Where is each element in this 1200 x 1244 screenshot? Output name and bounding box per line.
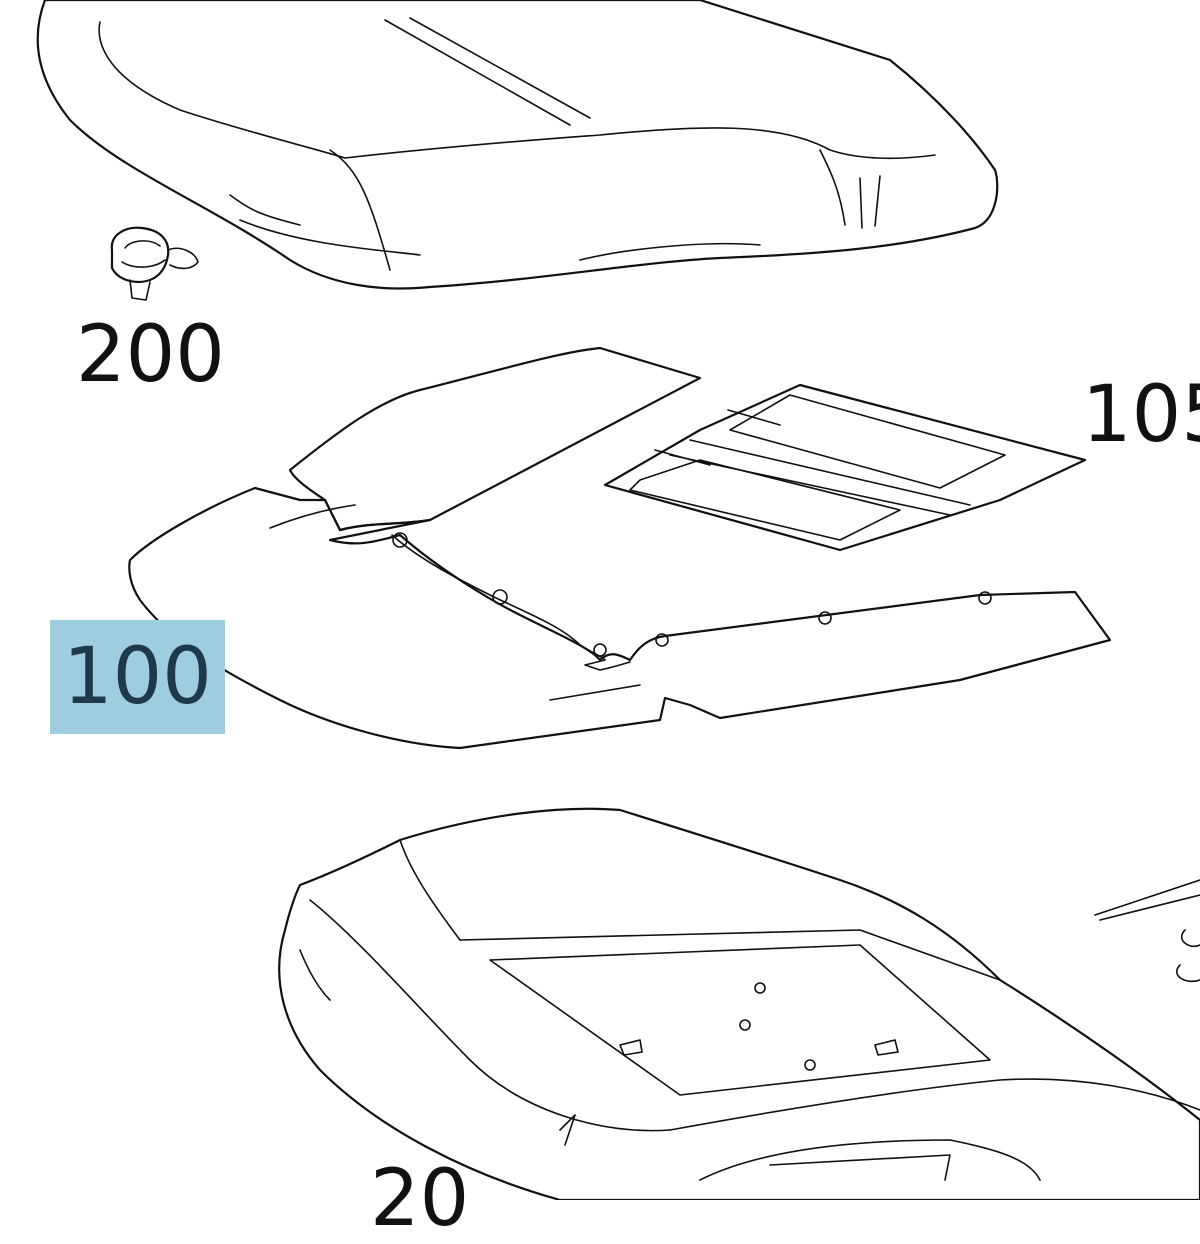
seat-cushion-drawing[interactable] [278, 807, 1200, 1200]
callout-105-label[interactable]: 105 [1082, 370, 1200, 460]
heater-element-drawing[interactable] [603, 383, 1087, 552]
callout-200-label[interactable]: 200 [76, 310, 225, 400]
callout-100-label-highlighted[interactable]: 100 [50, 620, 225, 734]
heater-mat-drawing[interactable] [128, 346, 1112, 750]
callout-20-label[interactable]: 20 [370, 1154, 470, 1244]
clip-drawing[interactable] [110, 226, 199, 301]
partial-part-right [1094, 879, 1200, 983]
seat-cover-drawing[interactable] [36, 0, 999, 290]
parts-diagram [36, 0, 1200, 1200]
